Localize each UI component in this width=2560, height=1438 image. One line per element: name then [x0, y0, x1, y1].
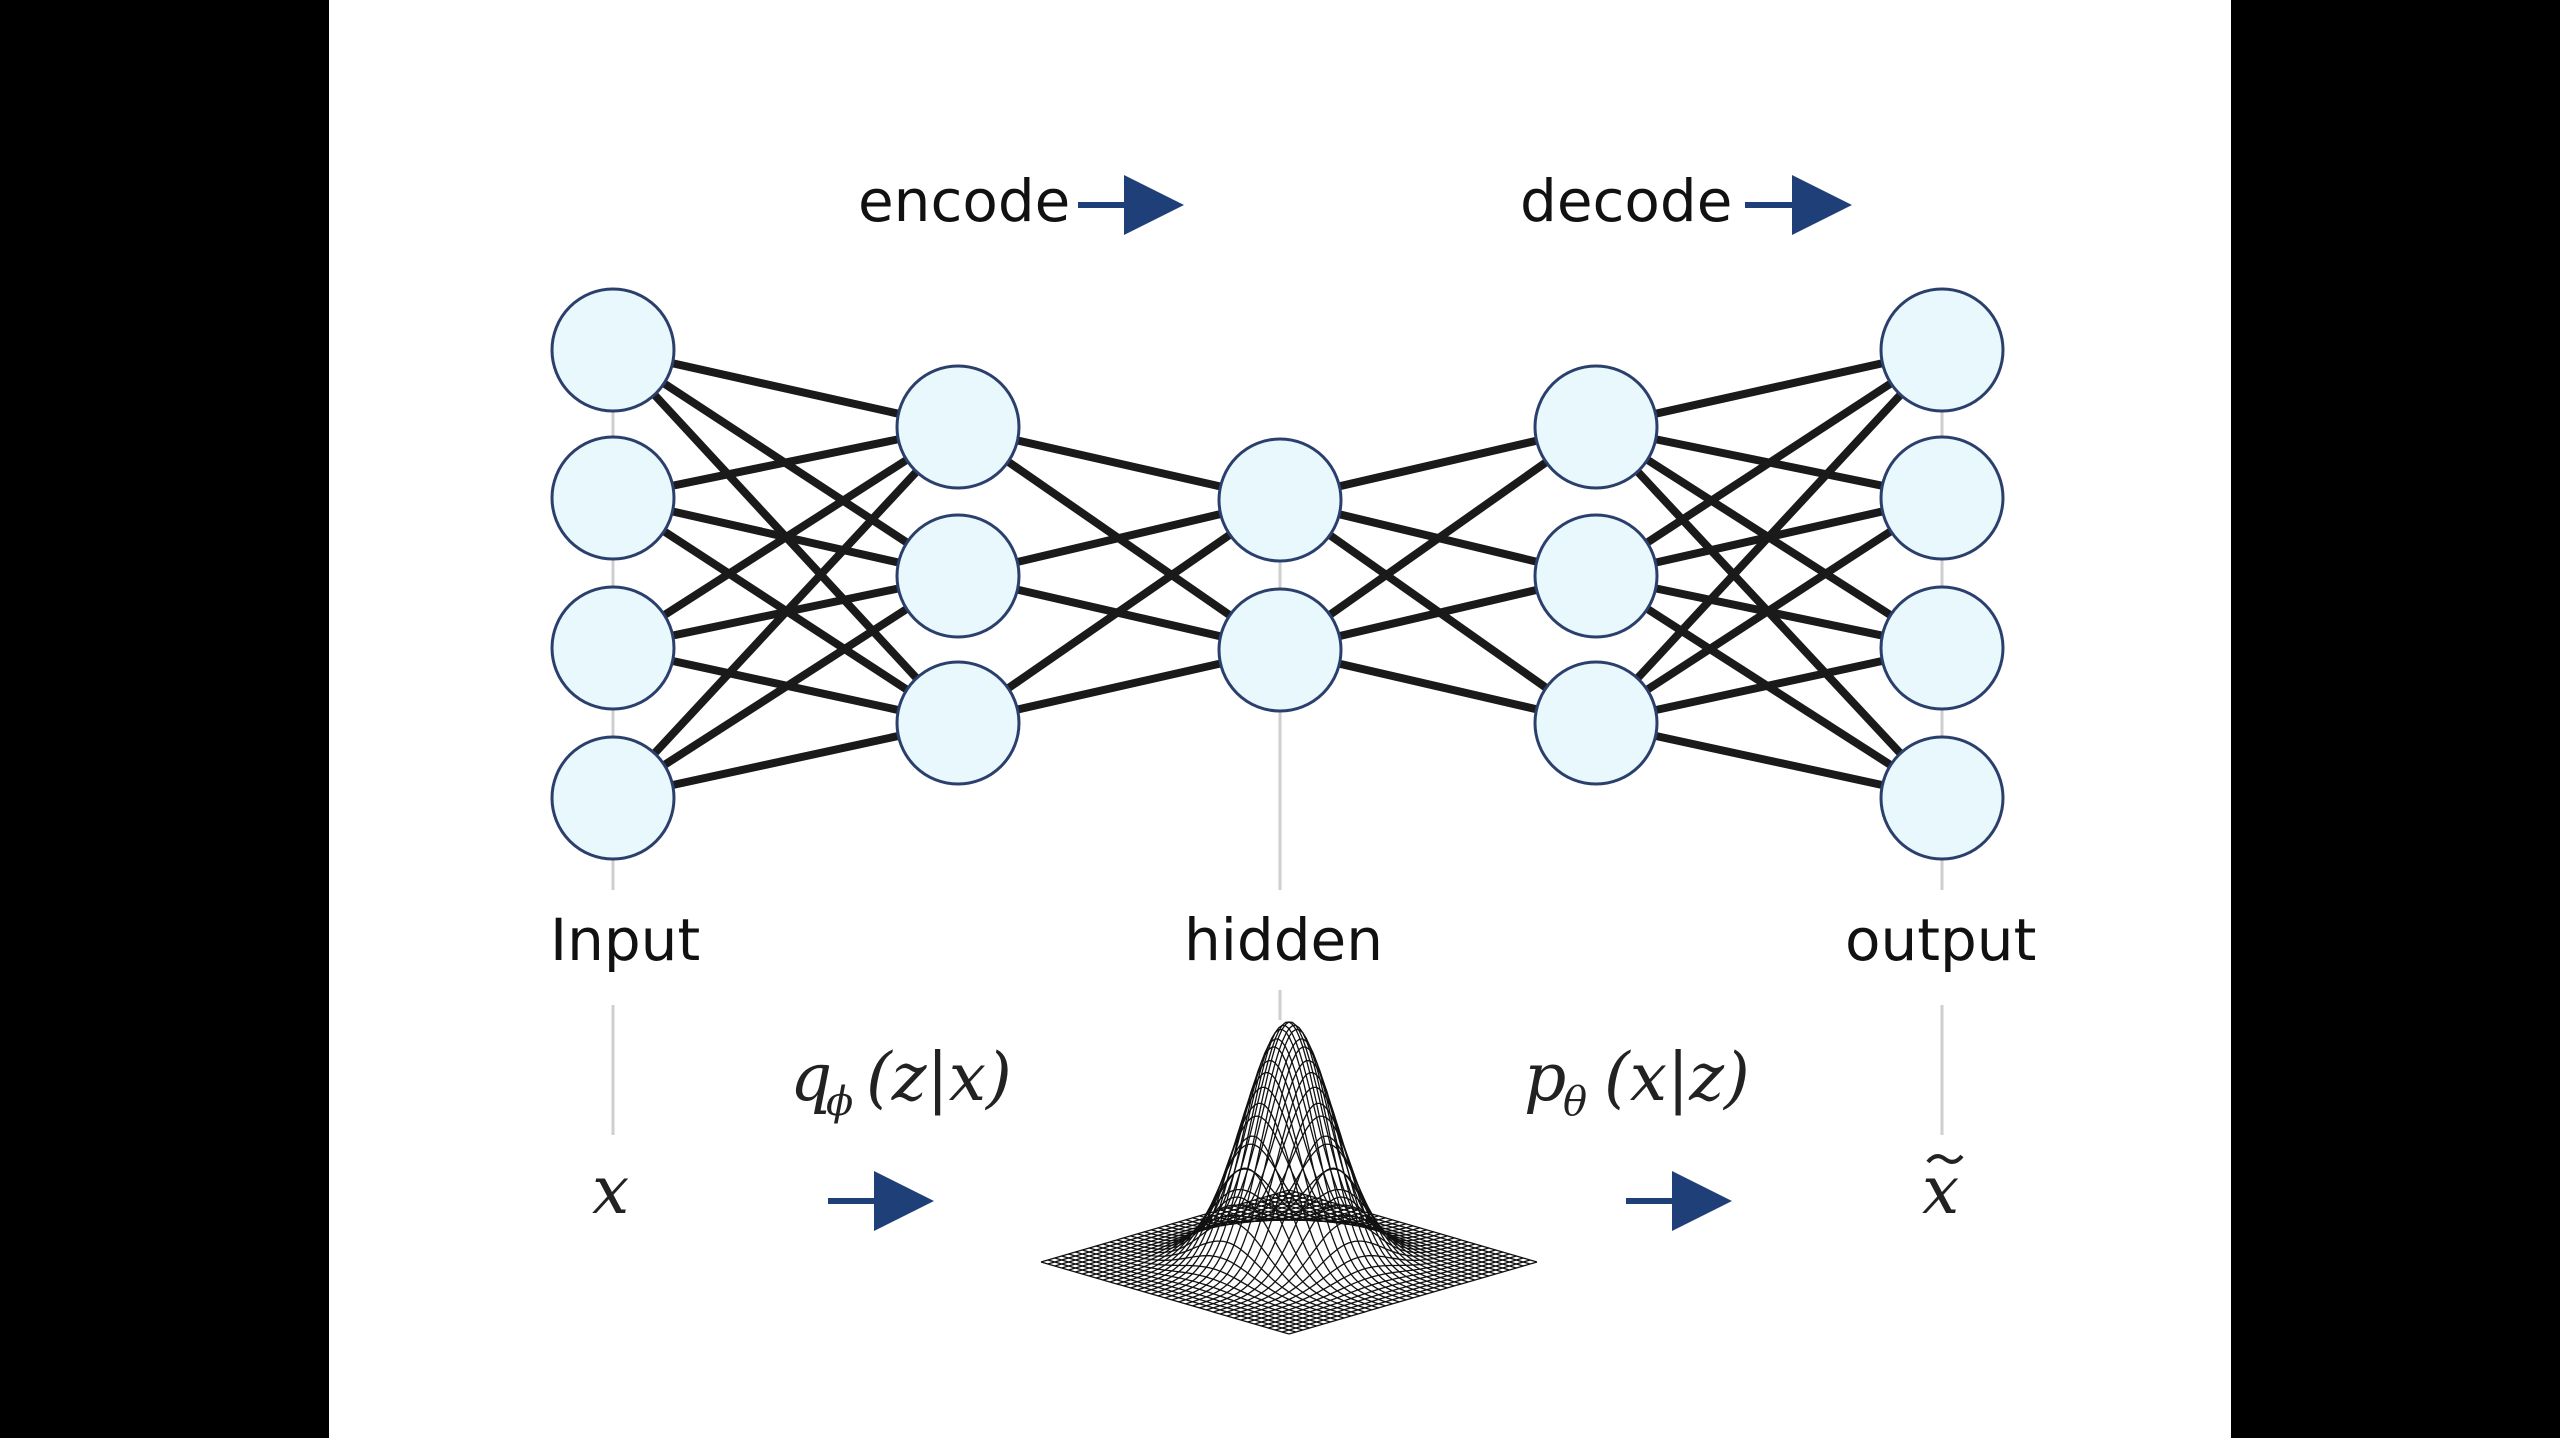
decoder-hidden-node-1 [1533, 513, 1659, 639]
encoder-distribution-formula: q ϕ (z|x) [790, 1039, 1012, 1125]
edge-decoder-hidden-2-to-output-0 [1593, 347, 1945, 726]
encoder-hidden-node-0 [895, 364, 1021, 490]
encoder-symbol: q [790, 1039, 832, 1116]
edge-latent-1-to-decoder-hidden-0 [1277, 423, 1599, 654]
mesh-line-v-30 [1082, 1249, 1331, 1323]
decoder-args: (x|z) [1604, 1039, 1750, 1116]
mesh-line-v-34 [1054, 1257, 1303, 1331]
latent-node-1 [1217, 587, 1343, 713]
mesh-line-u-35 [1281, 1259, 1531, 1333]
mesh-line-u-31 [1254, 1251, 1503, 1325]
input-node-1 [550, 435, 676, 561]
edge-input-3-to-encoder-hidden-0 [610, 424, 961, 801]
output-node-2 [1879, 585, 2005, 711]
input-node-0 [550, 287, 676, 413]
mesh-line-v-33 [1061, 1255, 1310, 1329]
output-layer-label: output [1845, 906, 2036, 974]
decoder-subscript: θ [1563, 1079, 1587, 1125]
gaussian-mesh-icon [1040, 1021, 1538, 1335]
mesh-line-v-35 [1047, 1259, 1297, 1333]
encoder-args: (z|x) [866, 1039, 1012, 1116]
encoder-hidden-node-1 [895, 513, 1021, 639]
output-node-1 [1879, 435, 2005, 561]
latent-node-0 [1217, 437, 1343, 563]
encoder-hidden-node-2 [895, 660, 1021, 786]
mesh-line-u-34 [1275, 1257, 1524, 1331]
hidden-layer-label: hidden [1184, 906, 1383, 974]
input-variable: x [592, 1152, 629, 1229]
decoder-distribution-formula: p θ (x|z) [1524, 1039, 1750, 1125]
output-node-3 [1879, 735, 2005, 861]
input-node-2 [550, 585, 676, 711]
edge-decoder-hidden-2-to-output-1 [1593, 494, 1945, 727]
edge-input-3-to-encoder-hidden-1 [610, 572, 961, 802]
decoder-hidden-node-0 [1533, 364, 1659, 490]
input-layer-label: Input [550, 906, 700, 974]
mesh-line-v-32 [1068, 1253, 1317, 1327]
output-variable: x [1922, 1152, 1964, 1229]
edge-encoder-hidden-2-to-latent-0 [955, 496, 1283, 727]
mesh-line-u-32 [1261, 1253, 1510, 1327]
encoder-subscript: ϕ [826, 1079, 853, 1125]
encode-label: encode [858, 167, 1070, 235]
network-nodes [550, 287, 2005, 861]
decode-label: decode [1520, 167, 1732, 235]
decoder-hidden-node-2 [1533, 660, 1659, 786]
output-node-0 [1879, 287, 2005, 413]
mesh-line-u-36 [1288, 1261, 1538, 1335]
tilde-accent [1926, 1154, 1964, 1164]
output-variable-x: x [1922, 1152, 1959, 1229]
edge-decoder-hidden-1-to-output-0 [1593, 346, 1945, 580]
input-node-3 [550, 735, 676, 861]
mesh-line-v-31 [1075, 1251, 1324, 1325]
mesh-line-u-33 [1268, 1255, 1517, 1329]
decoder-symbol: p [1524, 1039, 1566, 1116]
mesh-line-v-36 [1040, 1261, 1290, 1335]
edge-input-2-to-encoder-hidden-0 [610, 423, 961, 652]
